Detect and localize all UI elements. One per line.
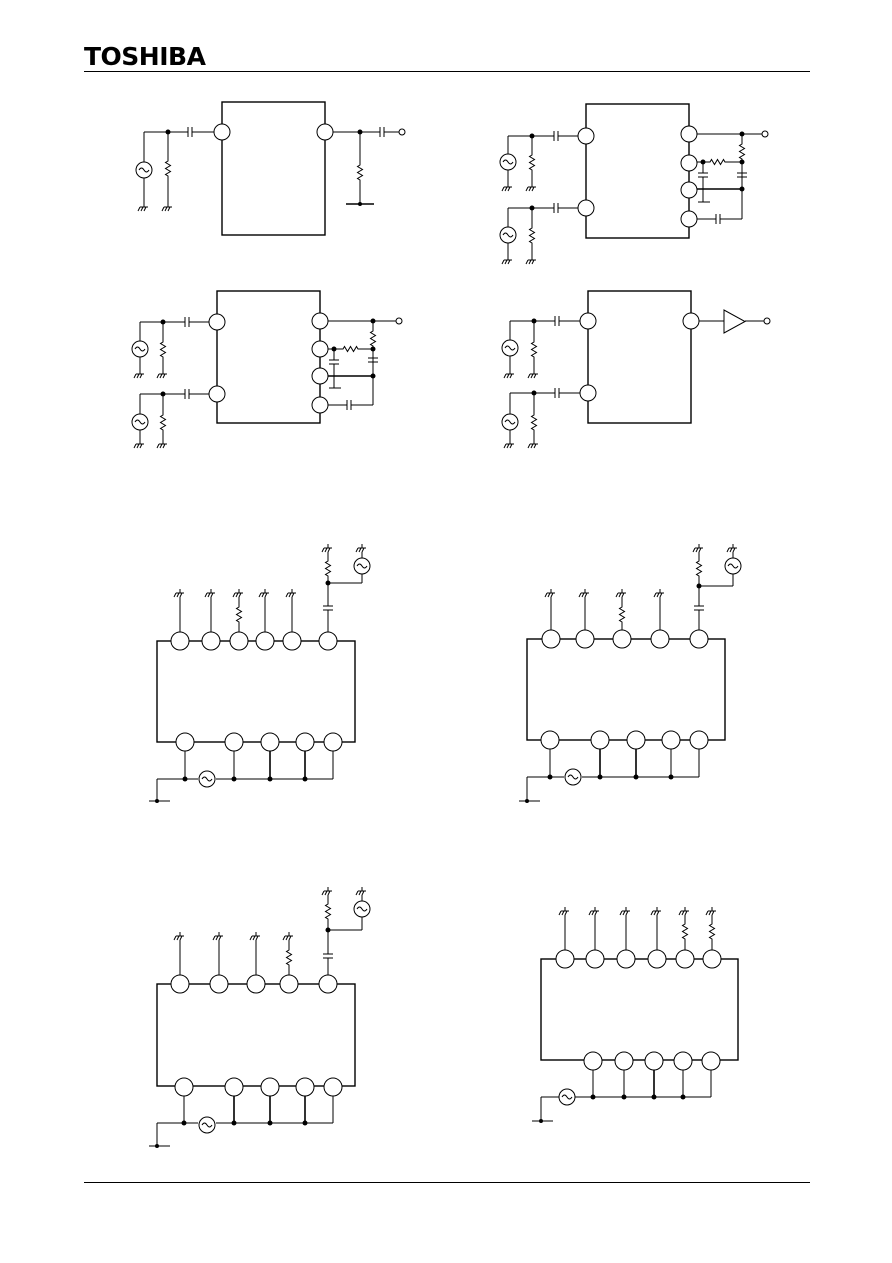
header-rule	[84, 71, 810, 72]
test-circuit-4	[501, 290, 771, 449]
brand-logo: TOSHIBA	[84, 42, 206, 71]
footer-rule	[84, 1182, 810, 1183]
test-circuit-8	[532, 906, 739, 1123]
test-circuit-6	[519, 543, 742, 803]
test-circuit-2	[499, 103, 769, 265]
test-circuit-1	[135, 101, 406, 236]
test-circuit-3	[131, 290, 403, 449]
test-circuit-5	[149, 543, 371, 803]
test-circuit-7	[149, 886, 371, 1148]
